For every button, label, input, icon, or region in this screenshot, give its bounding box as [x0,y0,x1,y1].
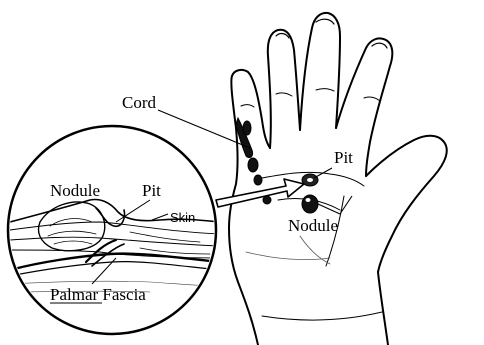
label-pit-inset: Pit [142,181,161,200]
hand-outline-left [229,70,270,345]
nodule-leader-line [318,204,340,214]
label-pit-hand: Pit [334,148,353,167]
ring-finger-outline [268,30,300,148]
palm-lesions [302,174,318,213]
label-cord: Cord [122,93,157,112]
middle-finger-outline [300,13,340,130]
hand-outline-right [378,272,388,345]
label-skin: Skin [170,210,195,225]
nodule-mark [302,195,318,213]
wrist-crease [262,312,382,320]
label-nodule-hand: Nodule [288,216,338,235]
thumb-outline [366,136,447,272]
label-nodule-inset: Nodule [50,181,100,200]
label-palmar-fascia: Palmar Fascia [50,285,146,304]
